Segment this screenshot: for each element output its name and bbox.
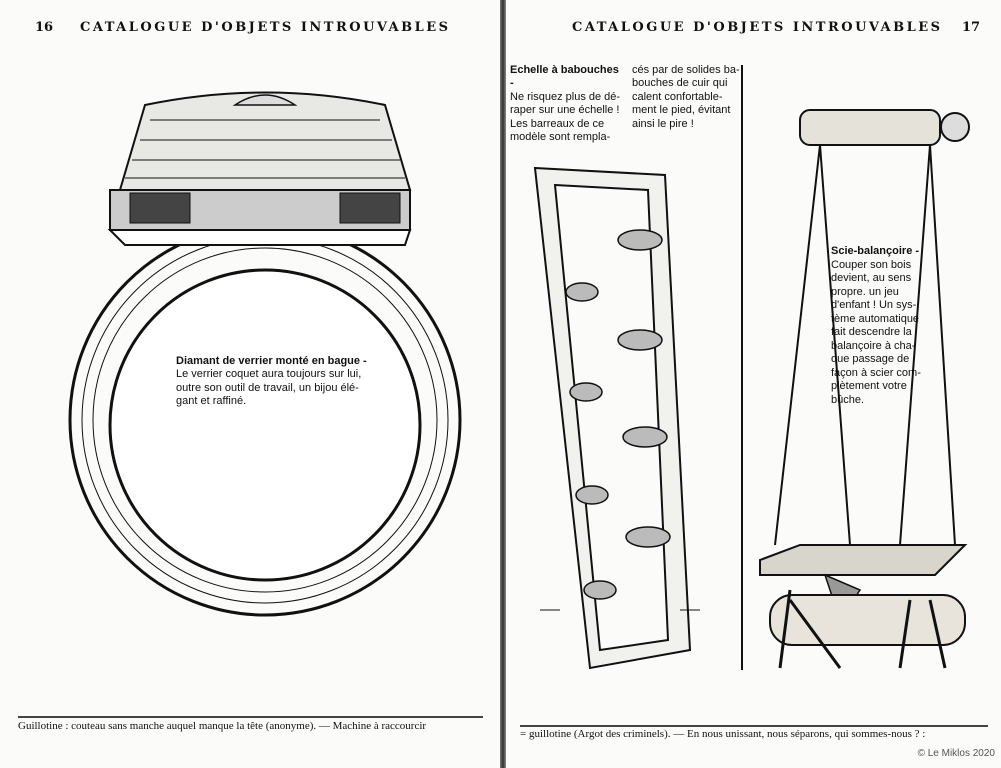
caption-line: outre son outil de travail, un bijou élé… [176,381,359,394]
running-header-left: CATALOGUE D'OBJETS INTROUVABLES [80,20,451,35]
caption-line: modèle sont rempla- [510,131,611,144]
caption-line: ment le pied, évitant [632,104,731,117]
caption-line: raper sur une échelle ! [510,104,620,117]
footer-rule-right [520,725,988,727]
caption-line: cés par de solides ba- [632,64,740,76]
caption-line: fait descendre la [831,326,912,338]
caption-line: tème automatique [831,312,920,325]
caption-line: façon à scier com- [831,366,921,379]
caption-line: Le verrier coquet aura toujours sur lui, [176,368,362,381]
swing-saw-illustration [759,109,970,669]
ring-illustration [68,91,462,617]
footer-left: Guillotine : couteau sans manche auquel … [18,720,427,732]
caption-line: plètement votre [831,380,907,392]
caption-line: Les barreaux de ce [510,117,605,130]
caption-line: Ne risquez plus de dé- [510,90,621,103]
caption-line: gant et raffiné. [176,395,247,408]
running-header-right: CATALOGUE D'OBJETS INTROUVABLES [572,20,943,35]
caption-line: que passage de [831,353,910,365]
caption-line: ainsi le pire ! [632,117,694,130]
footer-right: = guillotine (Argot des criminels). — En… [520,728,926,740]
ladder-caption-col1: Echelle à babouches - Ne risquez plus de… [510,64,622,144]
book-gutter [500,0,506,768]
caption-title: Scie-balançoire - [831,245,920,257]
caption-title: Diamant de verrier monté en bague - [176,355,367,367]
caption-line: Couper son bois [831,258,912,271]
caption-line: propre. un jeu [831,285,899,298]
caption-line: calent confortable- [632,90,723,103]
page-number-right: 17 [962,20,981,35]
ladder-illustration [533,166,700,670]
caption-title: Echelle à babouches - [510,64,619,90]
copyright-watermark: © Le Miklos 2020 [917,748,995,759]
footer-rule-left [18,716,483,718]
caption-line: balançoire à cha- [831,339,916,352]
caption-line: bûche. [831,393,865,406]
ring-caption: Diamant de verrier monté en bague - Le v… [176,355,376,409]
ladder-caption-col2: cés par de solides ba- bouches de cuir q… [632,64,744,131]
caption-line: bouches de cuir qui [632,77,728,90]
caption-line: d'enfant ! Un sys- [831,299,917,311]
page-number-left: 16 [35,20,54,35]
caption-line: devient, au sens [831,272,912,284]
swing-caption: Scie-balançoire - Couper son bois devien… [831,245,931,407]
